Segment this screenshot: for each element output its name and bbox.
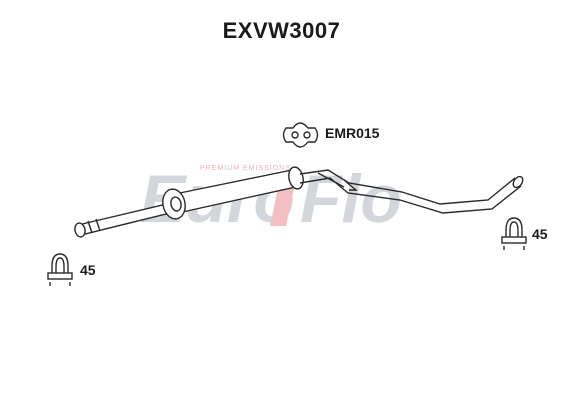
exhaust-hanger-rubber-icon [282,122,319,148]
u-bolt-clamp-icon [501,217,527,250]
clamp-right-size: 45 [532,226,548,242]
clamp-left-size: 45 [80,262,96,278]
watermark-brand-suffix: Flo [300,161,402,237]
u-bolt-clamp-icon [47,253,73,286]
watermark-tagline: PREMIUM EMISSIONS [200,165,291,172]
part-number-title: EXVW3007 [222,18,341,43]
silencer-box [162,166,304,220]
rear-pipe [299,169,524,214]
mounting-rubber-code: EMR015 [325,125,380,141]
